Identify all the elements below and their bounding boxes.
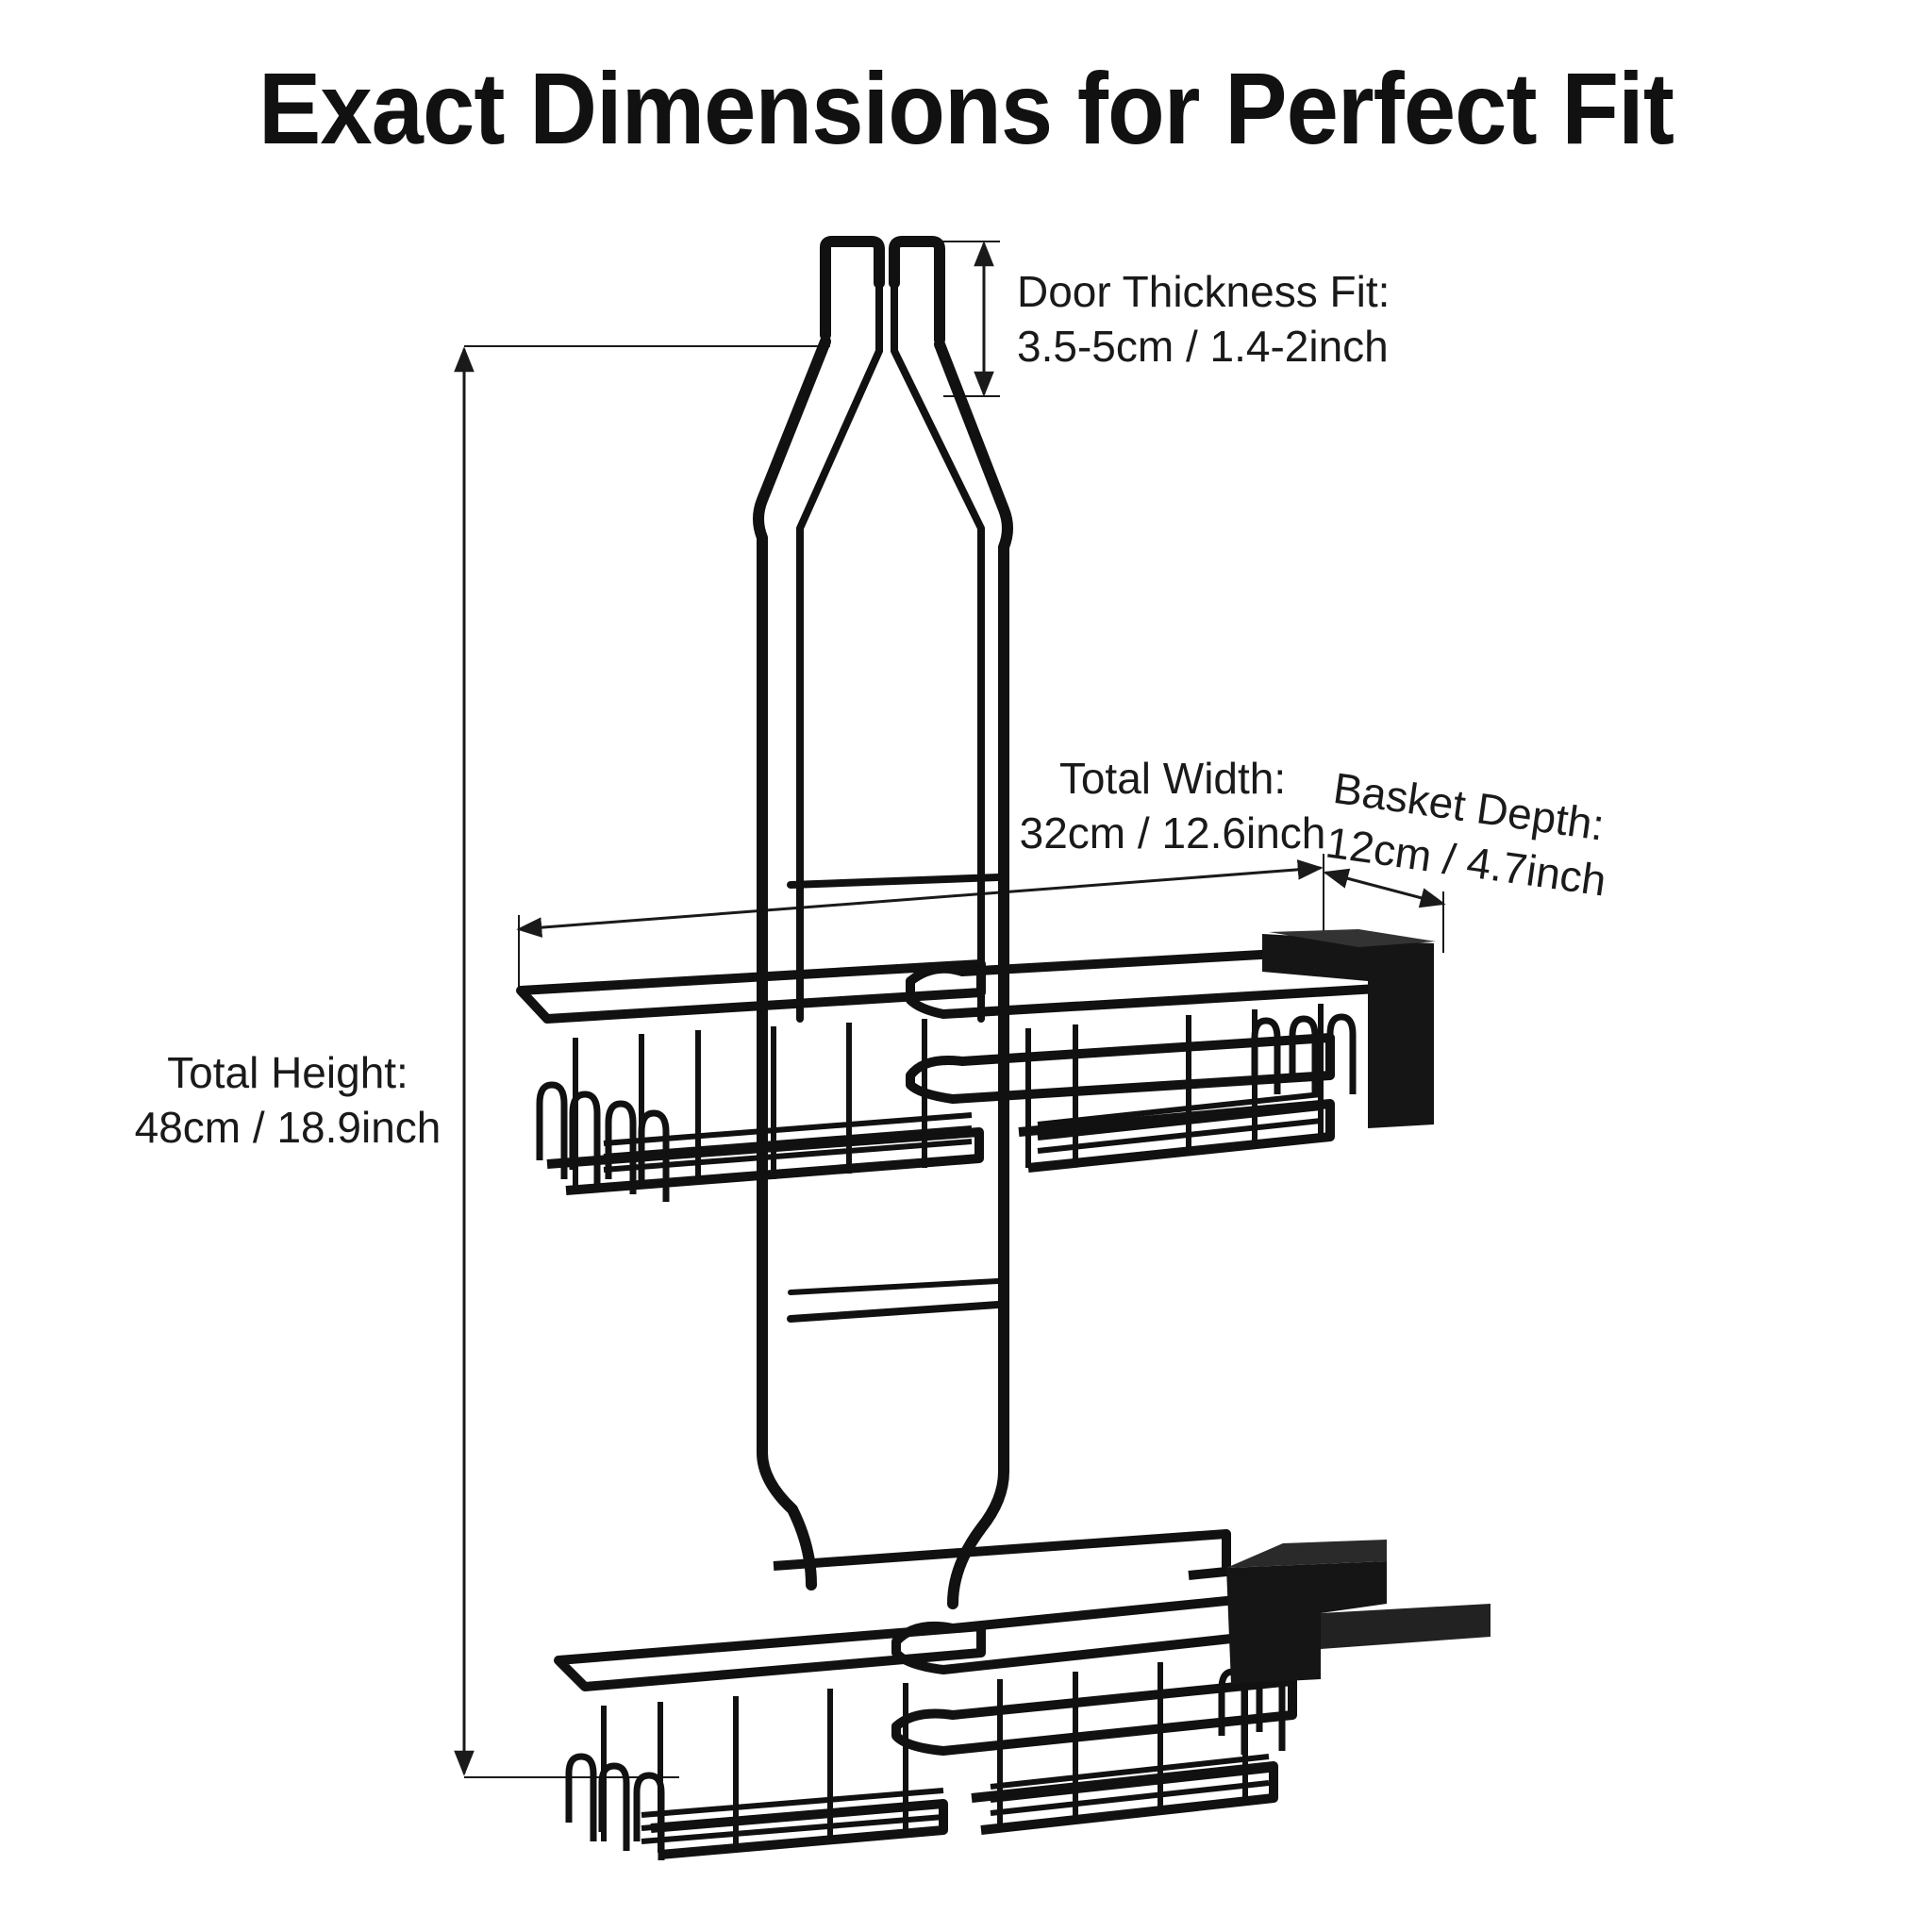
lower-shelf — [554, 1529, 1297, 1860]
total-height-value: 48cm / 18.9inch — [134, 1103, 441, 1152]
upper-holder-box — [1262, 929, 1436, 1128]
hanger-right-rail — [934, 339, 1013, 1609]
upper-crossbar — [787, 874, 1002, 889]
door-thickness-value: 3.5-5cm / 1.4-2inch — [1017, 322, 1389, 371]
lower-shelf-left-hooks — [565, 1753, 665, 1860]
hanger-inner-left — [796, 279, 883, 1023]
total-width-caption: Total Width: — [1058, 754, 1287, 803]
lower-shelf-right-basket-bottom — [971, 1761, 1278, 1835]
lower-shelf-left-basket — [554, 1622, 986, 1691]
upper-shelf-left-basket — [516, 959, 986, 1024]
lower-soap-tray — [1226, 1540, 1491, 1684]
upper-shelf — [516, 943, 1382, 1202]
mid-crossbar — [788, 1278, 1001, 1295]
hanger-inner-right — [891, 279, 985, 1023]
lower-shelf-left-wires — [601, 1683, 944, 1853]
right-hook — [889, 236, 945, 345]
door-thickness-label: Door Thickness Fit: 3.5-5cm / 1.4-2inch — [1017, 264, 1390, 374]
total-width-value: 32cm / 12.6inch — [1019, 808, 1326, 858]
lower-shelf-cup-ring — [891, 1676, 1297, 1756]
total-width-arrow — [516, 859, 1324, 938]
total-width-label: Total Width: 32cm / 12.6inch — [1017, 751, 1328, 860]
dimension-lines — [454, 241, 1446, 1778]
lower-crossbar — [787, 1301, 1002, 1323]
hanger-left-rail — [753, 336, 831, 1591]
lower-shelf-back-rail — [773, 1529, 1231, 1580]
caddy-frame — [753, 236, 1013, 1609]
upper-shelf-cup-ring — [906, 1033, 1335, 1104]
upper-shelf-left-hooks — [536, 1081, 670, 1202]
upper-shelf-right-basket-bottom — [1018, 1099, 1335, 1173]
left-hook — [820, 236, 885, 341]
total-height-label: Total Height: 48cm / 18.9inch — [132, 1045, 443, 1155]
page-title: Exact Dimensions for Perfect Fit — [258, 51, 1674, 165]
door-thickness-caption: Door Thickness Fit: — [1017, 267, 1391, 316]
basket-depth-arrow — [1323, 868, 1446, 908]
total-height-caption: Total Height: — [167, 1048, 408, 1097]
upper-shelf-right-hooks — [1251, 1013, 1357, 1094]
